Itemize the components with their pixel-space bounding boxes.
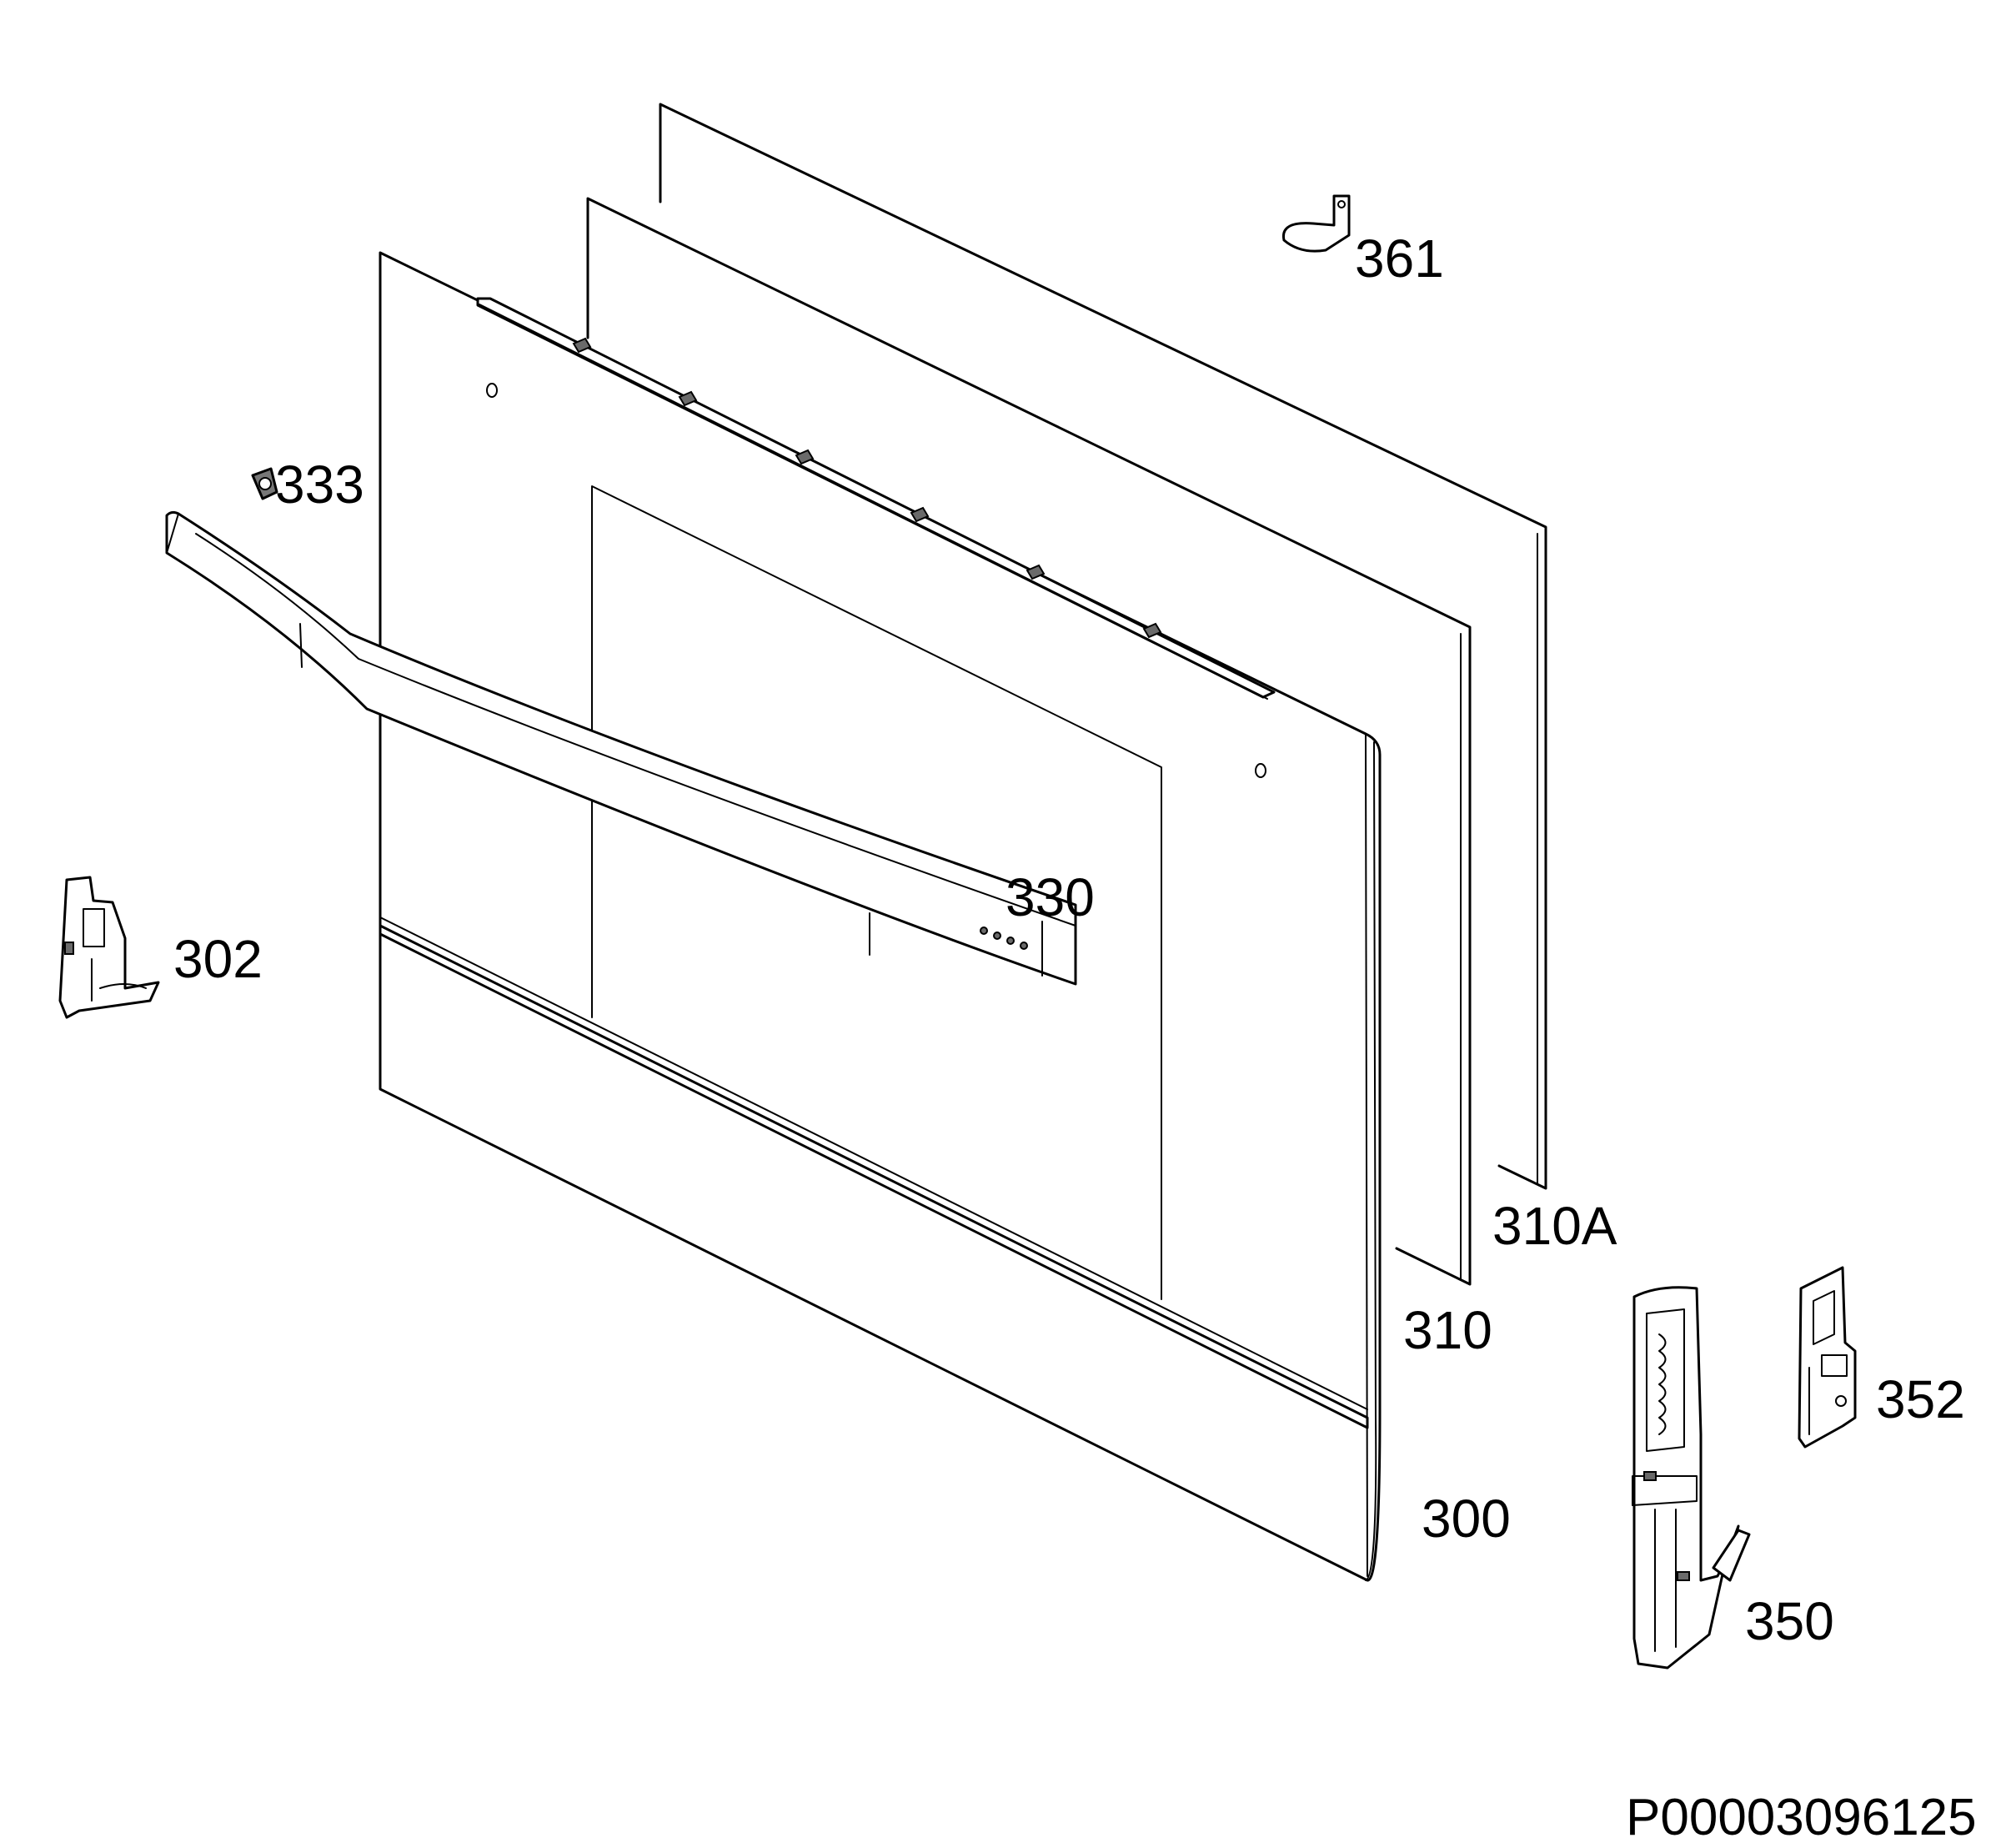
door-handle-330 (165, 510, 1077, 986)
document-code: P00003096125 (1626, 1789, 1977, 1846)
label-310: 310 (1403, 1300, 1492, 1360)
label-330: 330 (1006, 867, 1095, 927)
label-350: 350 (1745, 1591, 1834, 1651)
screw-hole-left (486, 383, 498, 398)
glass-pane-310A (659, 103, 1547, 1190)
screw-333 (251, 467, 278, 500)
label-361: 361 (1355, 228, 1444, 289)
label-302: 302 (173, 929, 263, 989)
clip-361 (1281, 194, 1351, 253)
label-352: 352 (1876, 1369, 1965, 1429)
bracket-352 (1798, 1266, 1857, 1449)
label-310A: 310A (1492, 1196, 1617, 1256)
hinge-bracket-302 (58, 876, 160, 1019)
glass-pane-310 (586, 197, 1472, 1286)
hinge-350 (1632, 1286, 1751, 1670)
label-333: 333 (275, 454, 364, 515)
screw-hole-right (1255, 763, 1266, 778)
label-300: 300 (1422, 1489, 1511, 1549)
top-profile-clips (572, 337, 1162, 639)
door-panel-300 (379, 251, 1382, 1582)
